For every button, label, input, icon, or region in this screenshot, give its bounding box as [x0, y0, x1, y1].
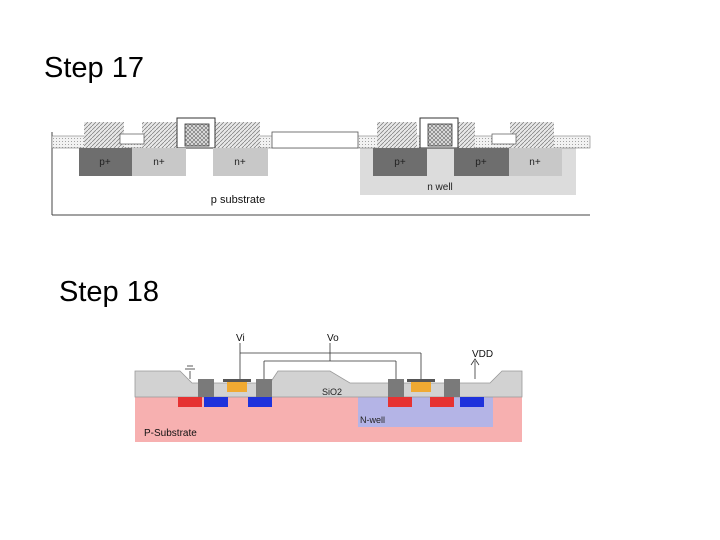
gate-metal-nmos — [223, 379, 251, 382]
n-plus-well-tap — [460, 397, 484, 407]
region-p-plus-3 — [454, 148, 509, 176]
region-p-plus-1 — [79, 148, 132, 176]
oxide-step — [271, 131, 359, 149]
gate-pmos-poly — [427, 123, 453, 147]
metal-contact-2 — [142, 122, 182, 148]
step18-cross-section: Vi Vo VDD SiO2 N-well P-Substrate — [134, 333, 523, 442]
metal-contact-4 — [377, 122, 417, 148]
label-n-plus-1: n+ — [153, 157, 165, 168]
p-plus-source — [430, 397, 454, 407]
substrate-label: p substrate — [211, 194, 265, 206]
vdd-arrow-icon — [470, 358, 480, 366]
poly-gate-pmos — [411, 382, 431, 392]
vdd-label: VDD — [472, 349, 493, 360]
gate-metal-pmos — [407, 379, 435, 382]
n-plus-source — [204, 397, 228, 407]
contact-window-1 — [119, 133, 145, 145]
region-n-plus-3 — [509, 148, 562, 176]
poly-gate-nmos — [227, 382, 247, 392]
metal-contact-1 — [84, 122, 124, 148]
contact-window-2 — [491, 133, 517, 145]
step17-cross-section: p+ n+ n+ p+ p+ n+ n well p substrate — [51, 117, 591, 216]
label-p-plus-1: p+ — [99, 157, 111, 168]
metal-plug-3 — [388, 379, 404, 397]
n-plus-drain — [248, 397, 272, 407]
step17-title: Step 17 — [44, 52, 144, 84]
label-p-plus-2: p+ — [394, 157, 406, 168]
sio2-label: SiO2 — [322, 387, 342, 397]
metal-plug-1 — [198, 379, 214, 397]
label-p-plus-3: p+ — [475, 157, 487, 168]
step18-title: Step 18 — [59, 276, 159, 308]
nwell-label: n well — [427, 182, 453, 193]
p-plus-substrate-tap — [178, 397, 202, 407]
metal-plug-4 — [444, 379, 460, 397]
vo-label: Vo — [327, 333, 339, 344]
p-plus-drain — [388, 397, 412, 407]
nwell-label: N-well — [360, 415, 385, 425]
label-n-plus-2: n+ — [234, 157, 246, 168]
label-n-plus-3: n+ — [529, 157, 541, 168]
region-p-plus-2 — [373, 148, 427, 176]
metal-plug-2 — [256, 379, 272, 397]
substrate-label: P-Substrate — [144, 428, 197, 439]
gate-nmos-poly — [184, 123, 210, 147]
region-n-plus-2 — [213, 148, 268, 176]
region-n-plus-1 — [132, 148, 186, 176]
vi-label: Vi — [236, 333, 245, 344]
metal-contact-6 — [510, 122, 554, 148]
